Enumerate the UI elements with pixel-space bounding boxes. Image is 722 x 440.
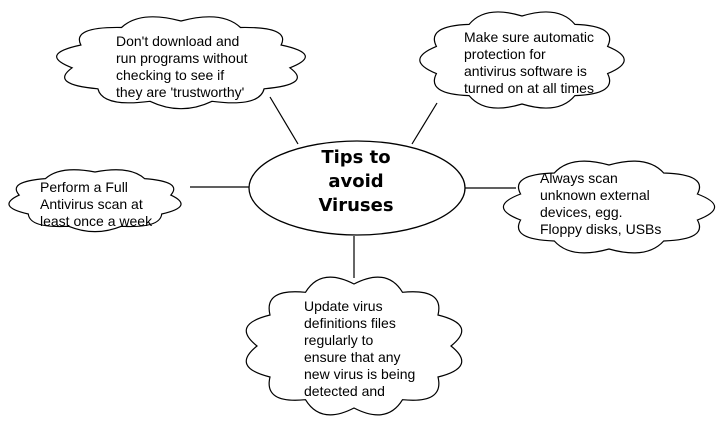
tip-text-right: Always scan unknown external devices, eg… (540, 170, 662, 237)
cloud-top-left (56, 16, 306, 110)
tip-text-top-right: Make sure automatic protection for antiv… (464, 29, 594, 96)
tip-text-top-left: Don't download and run programs without … (116, 33, 248, 100)
connector-top-left (269, 96, 299, 145)
cloud-left (8, 169, 182, 233)
tip-text-bottom: Update virus definitions files regularly… (304, 298, 416, 399)
connector-top-right (411, 102, 438, 145)
cloud-top-right (419, 11, 625, 109)
central-hub-ellipse (248, 140, 466, 236)
central-hub-label: Tips to avoid Viruses (318, 147, 394, 216)
tip-text-left: Perform a Full Antivirus scan at least o… (40, 179, 153, 229)
cloud-bottom (245, 276, 463, 416)
cloud-right (502, 160, 716, 254)
